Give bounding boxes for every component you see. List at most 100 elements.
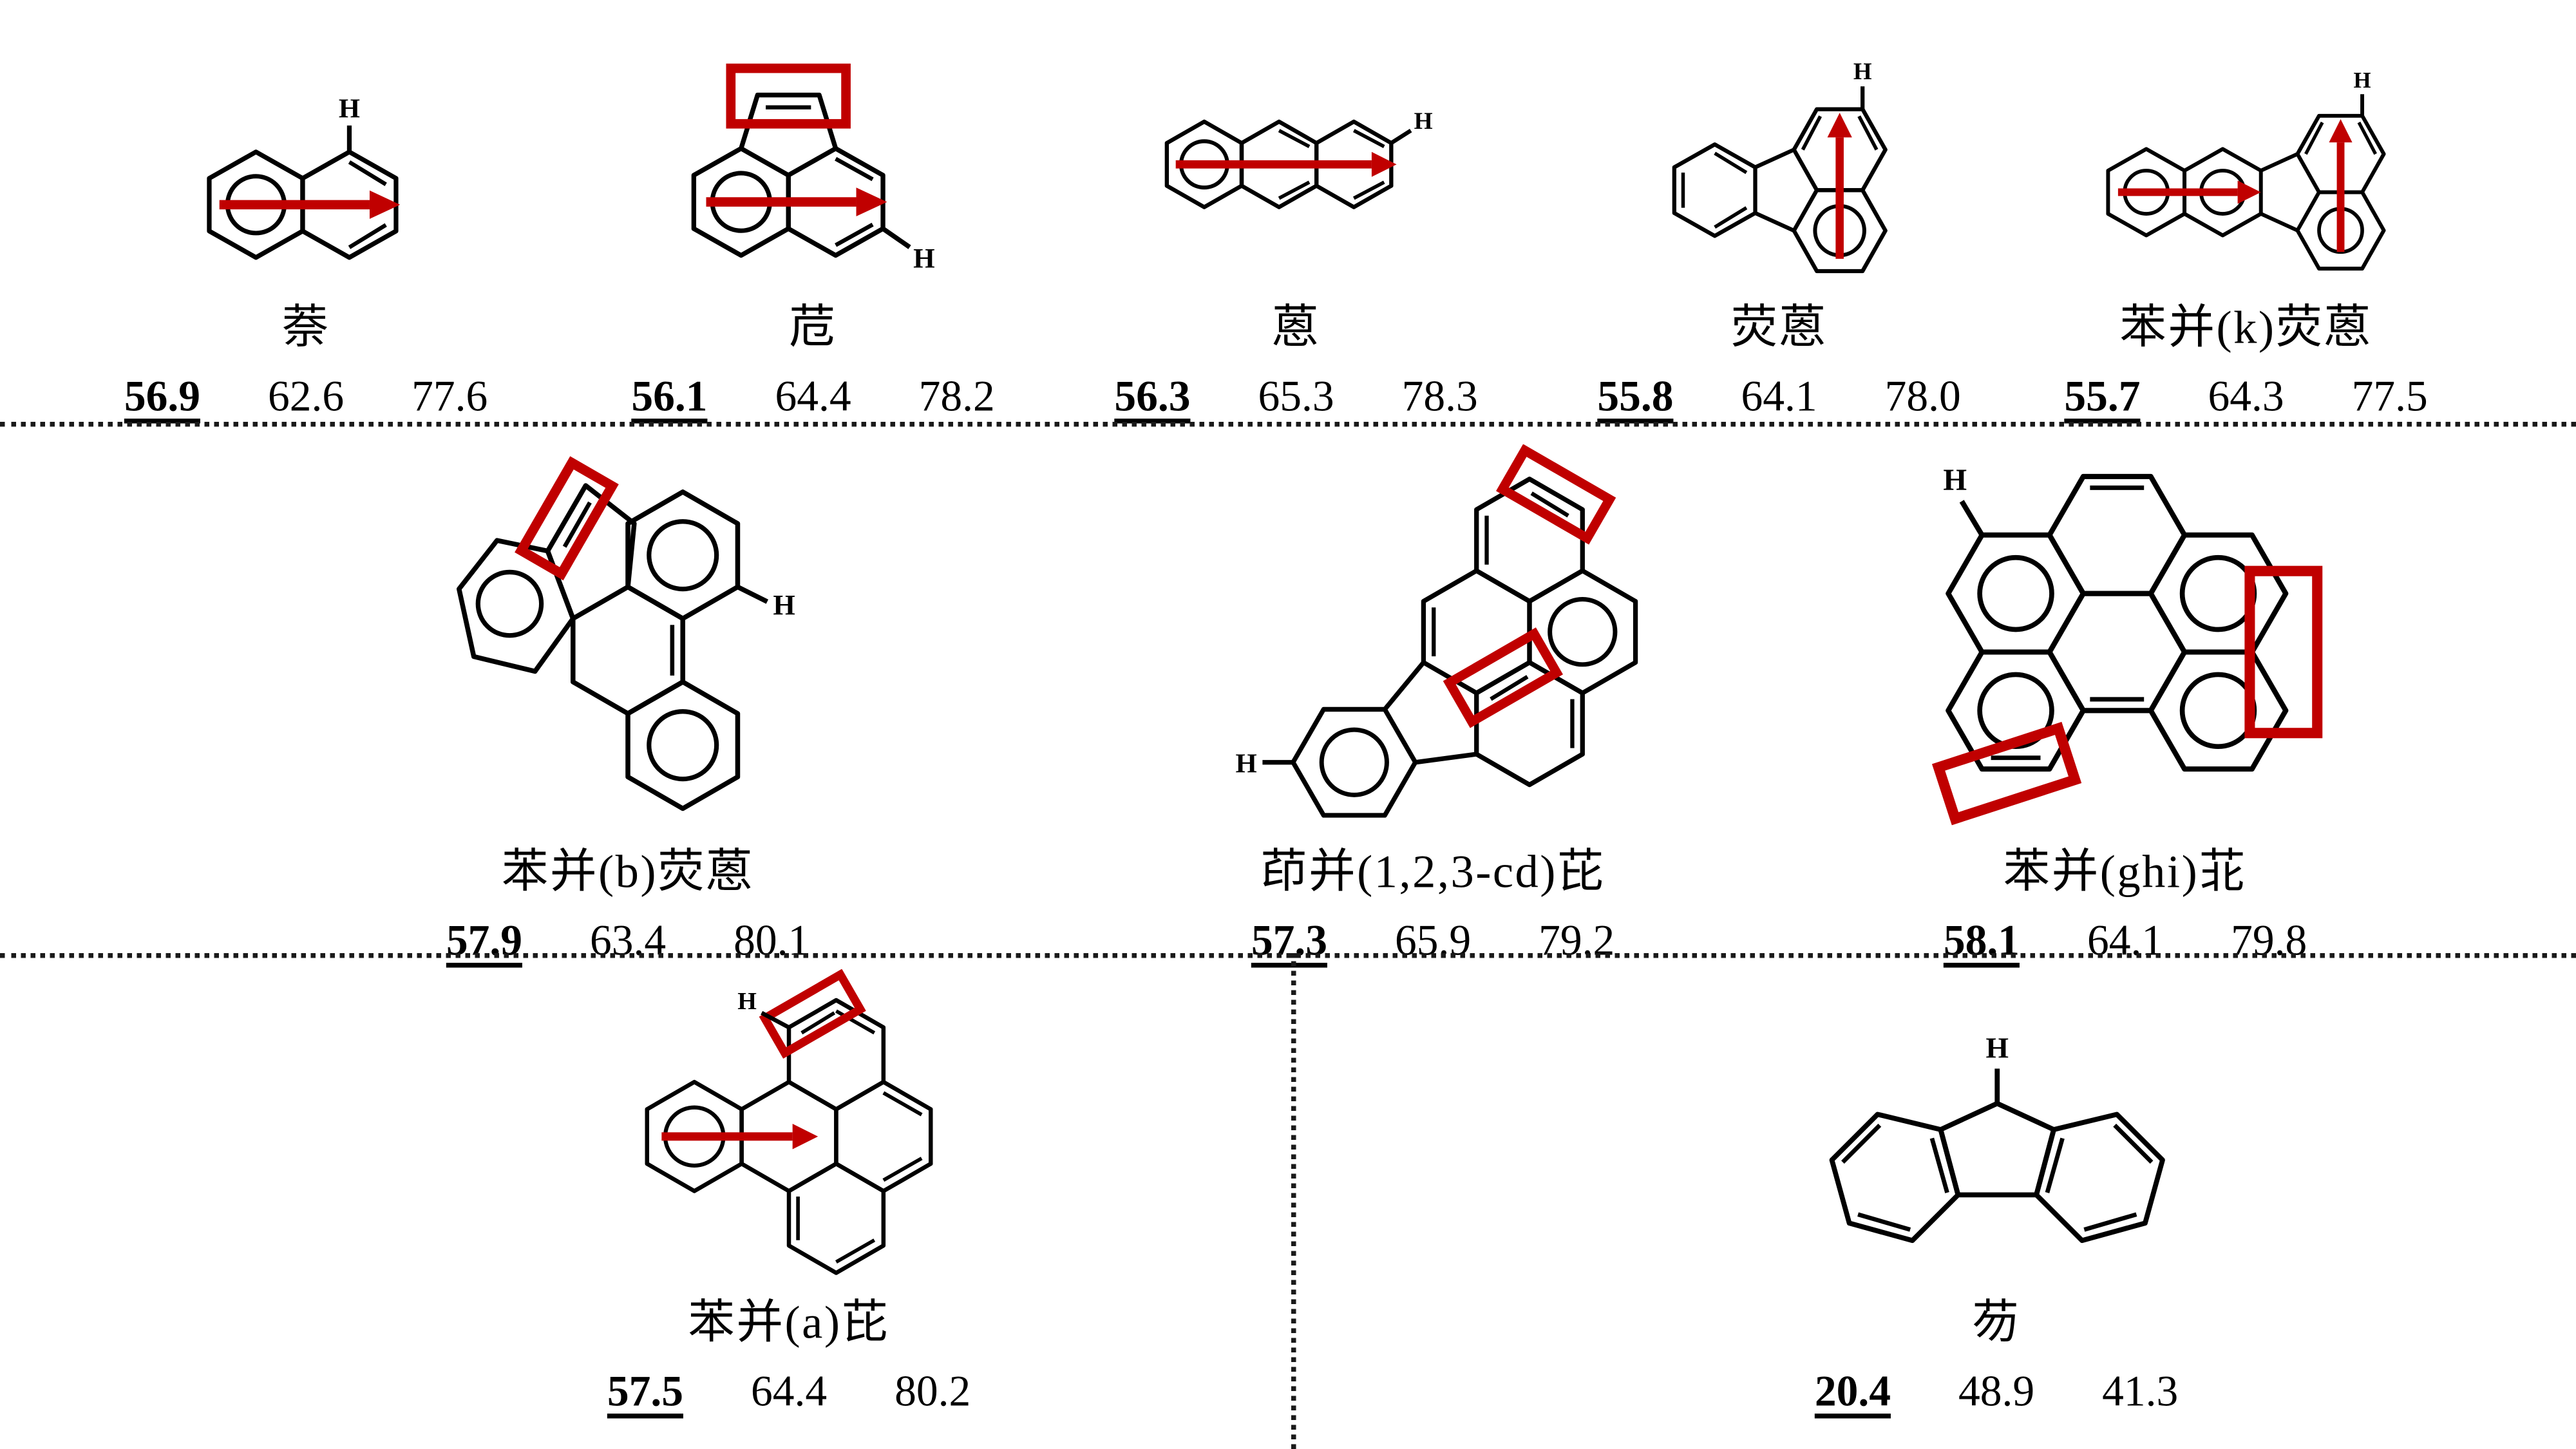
molecule-name: 苊 [788,303,837,354]
column-divider [1291,953,1296,1449]
h-substituent: H [1235,749,1293,779]
benzo-ghi-perylene-structure-svg: H [1931,464,2322,826]
value-secondary: 64.4 [750,1367,828,1416]
highlight-box [515,456,619,581]
double-bond-lines [796,1009,923,1264]
aromatic-circle [647,519,719,592]
row-divider [0,953,2576,958]
highlight-box [759,969,866,1059]
molecule-name: 蒽 [1271,303,1320,354]
svg-text:H: H [773,589,795,621]
value-primary: 56.3 [1114,372,1191,421]
ring-bonds [2106,113,2386,271]
highlight-box [1442,627,1562,728]
red-arrow [2117,180,2261,204]
svg-text:H: H [1413,108,1432,135]
ring-bonds [1828,1101,2164,1244]
red-arrow [706,187,887,216]
molecule-name: 苯并(b)荧蒽 [501,847,755,898]
aromatic-circle [2179,554,2256,632]
molecule-values: 56.9 62.6 77.6 [48,372,564,422]
molecule-name: 萘 [281,303,330,354]
benzo-k-fluoranthene-structure: H [1996,13,2496,283]
benzo-ghi-perylene-structure: H [1779,438,2472,828]
molecule-name: 苯并(a)芘 [688,1298,890,1349]
ring-bonds [1289,477,1637,818]
molecule-name: 苯并(k)荧蒽 [2119,303,2372,354]
indeno-pyrene-structure-svg: H [1235,444,1637,818]
value-primary: 20.4 [1814,1367,1891,1416]
highlight-box [1495,444,1616,545]
double-bond-lines [347,160,386,249]
molecule-card-benzo-ghi-perylene: H 苯并(ghi)苝 58.1 64.1 79.8 [1779,438,2472,966]
molecule-values: 57.3 65.9 79.2 [1055,916,1812,967]
svg-text:H: H [913,244,935,274]
value-primary: 57.5 [607,1367,683,1416]
value-tertiary: 78.2 [918,372,995,421]
h-substituent: H [736,584,795,621]
double-bond-lines [2304,121,2377,155]
value-primary: 57.9 [446,916,522,965]
benzo-a-pyrene-structure: H [427,960,1151,1278]
h-substituent: H [338,93,359,152]
ring-bonds [691,92,886,258]
value-tertiary: 80.1 [734,916,810,965]
value-secondary: 64.1 [1741,372,1817,421]
acenaphthylene-structure: H [564,13,1063,283]
naphthalene-structure-svg: H [206,93,399,260]
fluorene-structure: H [1626,960,2367,1278]
value-tertiary: 79.8 [2231,916,2307,965]
value-secondary: 48.9 [1958,1367,2035,1416]
molecule-card-benzo-k-fluoranthene: H 苯并(k)荧蒽 55.7 64.3 77.5 [1996,13,2496,422]
h-substituent: H [1985,1032,2008,1104]
ring-bonds [1671,107,1887,274]
value-primary: 55.8 [1597,372,1674,421]
double-bond-lines [1840,1123,2153,1232]
acenaphthylene-structure-svg: H [691,63,935,274]
molecule-name: 芴 [1972,1298,2021,1349]
row-divider [0,422,2576,427]
h-substituent: H [1853,58,1871,109]
h-substituent: H [1942,464,1984,536]
molecule-card-naphthalene: H 萘 56.9 62.6 77.6 [48,13,564,422]
benzo-b-fluoranthene-structure-svg: H [457,456,795,811]
h-substituent: H [737,988,790,1030]
fluoranthene-structure: H [1530,13,2029,283]
aromatic-circle [1318,727,1388,797]
value-tertiary: 77.5 [2351,372,2428,421]
h-substituent: H [881,227,935,274]
double-bond-lines [1430,491,1574,748]
indeno-pyrene-structure: H [1055,438,1812,828]
value-secondary: 64.4 [775,372,851,421]
highlight-box [1931,721,2081,826]
double-bond-lines [1680,115,1878,229]
svg-text:H: H [1235,749,1256,779]
highlight-box [2244,565,2322,739]
molecule-name: 荧蒽 [1730,303,1828,354]
value-primary: 56.1 [631,372,708,421]
svg-text:H: H [1985,1032,2007,1065]
value-secondary: 65.3 [1258,372,1334,421]
fluoranthene-structure-svg: H [1671,58,1887,274]
red-arrow [1175,151,1396,177]
svg-text:H: H [2354,68,2371,93]
anthracene-structure: H [1055,13,1538,283]
naphthalene-structure: H [48,13,564,283]
fluorene-structure-svg: H [1828,1032,2164,1244]
aromatic-circle [647,709,719,782]
molecule-values: 57.5 64.4 80.2 [427,1367,1151,1417]
aromatic-circle [475,569,544,638]
molecule-card-anthracene: H 蒽 56.3 65.3 78.3 [1055,13,1538,422]
value-secondary: 63.4 [589,916,667,965]
value-primary: 55.7 [2064,372,2141,421]
molecule-name: 茚并(1,2,3-cd)芘 [1260,847,1605,898]
svg-text:H: H [338,93,359,124]
svg-text:H: H [1942,464,1966,497]
benzo-b-fluoranthene-structure: H [266,438,990,828]
molecule-values: 56.1 64.4 78.2 [564,372,1063,422]
value-secondary: 65.9 [1394,916,1472,965]
molecule-name: 苯并(ghi)苝 [2003,847,2248,898]
h-substituent: H [2354,68,2371,116]
molecule-card-fluoranthene: H 荧蒽 55.8 64.1 78.0 [1530,13,2029,422]
highlight-box [726,63,851,129]
